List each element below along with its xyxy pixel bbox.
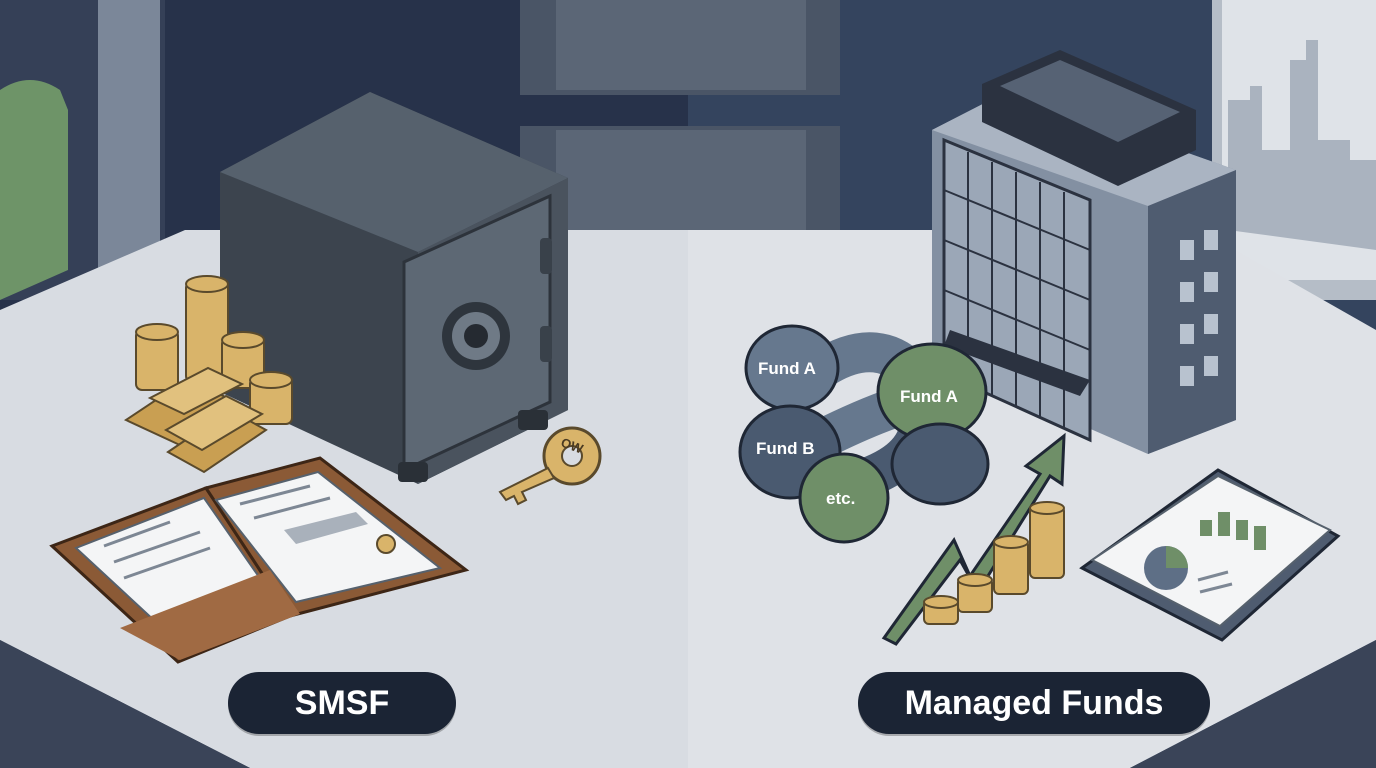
- fund-bubble-a1: Fund A: [744, 324, 840, 412]
- managed-funds-label: Managed Funds: [858, 672, 1210, 734]
- growth-arrow-icon: [881, 432, 1066, 646]
- document-folder: [49, 456, 470, 664]
- svg-text:Fund A: Fund A: [900, 387, 958, 406]
- gold-coins-and-bars: [123, 275, 293, 474]
- svg-text:etc.: etc.: [826, 489, 855, 508]
- key-icon: OW: [498, 426, 602, 506]
- report-document: [1079, 468, 1341, 642]
- fund-bubble-etc: etc.: [798, 452, 890, 544]
- safe-dial-icon: [442, 302, 510, 370]
- smsf-label: SMSF: [228, 672, 456, 734]
- key-tag-label: OW: [559, 435, 586, 457]
- svg-text:Fund A: Fund A: [758, 359, 816, 378]
- fund-bubbles: Fund A Fund A Fund B etc.: [738, 324, 990, 544]
- office-building: [932, 50, 1236, 454]
- svg-text:Fund B: Fund B: [756, 439, 815, 458]
- safe: [220, 92, 568, 484]
